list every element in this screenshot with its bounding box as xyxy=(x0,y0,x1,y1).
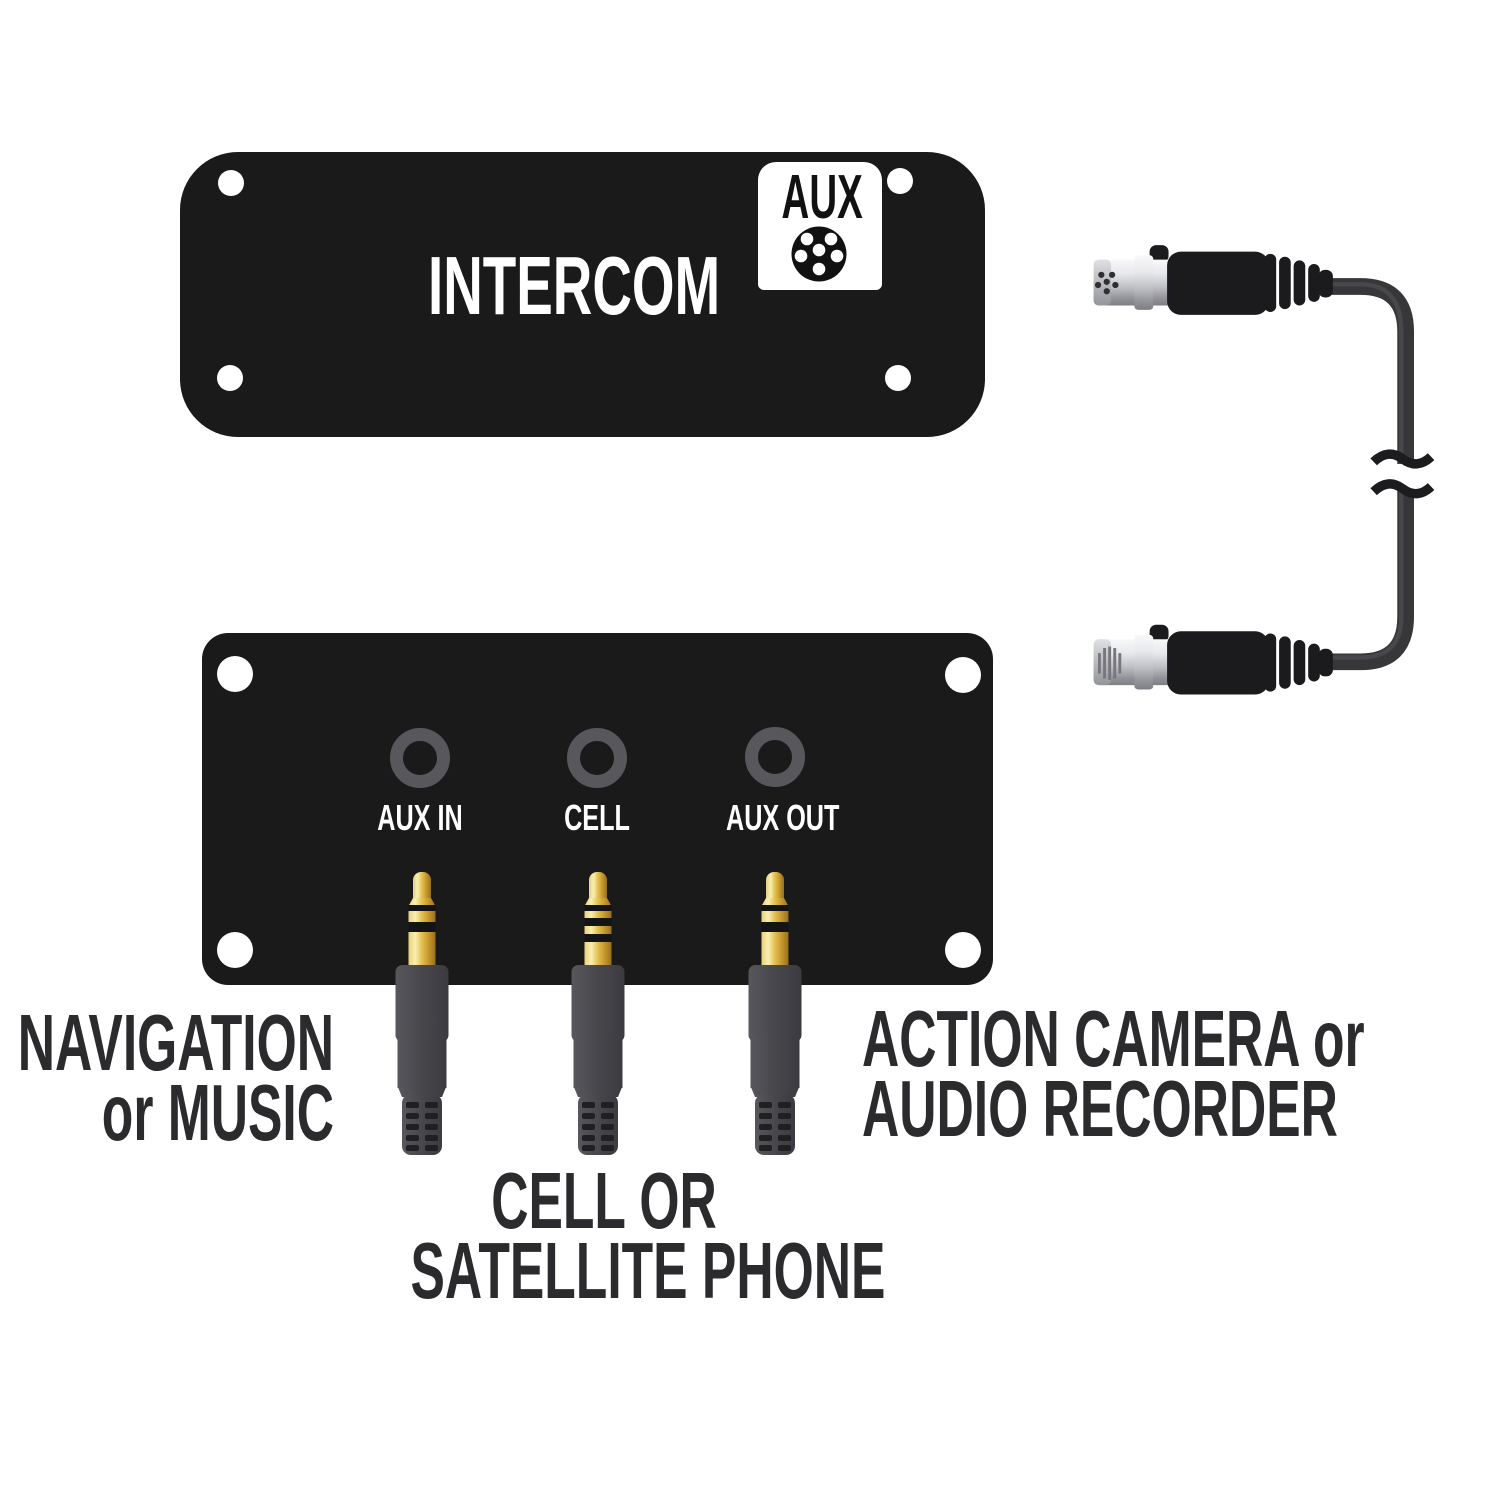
screw-hole xyxy=(218,170,244,196)
screw-hole xyxy=(217,656,253,692)
aux-cable-assembly xyxy=(1093,245,1435,695)
intercom-label: INTERCOM xyxy=(428,239,721,332)
caption-action-camera-line2: AUDIO RECORDER xyxy=(862,1064,1338,1153)
audio-plugs xyxy=(395,872,802,1155)
trrs-plug-cell xyxy=(571,872,625,1155)
mini-xlr-female-connector xyxy=(1093,245,1333,315)
trs-plug-aux-in xyxy=(395,872,449,1155)
cable-break-icon xyxy=(1370,449,1435,499)
caption-cell-phone: CELL OR SATELLITE PHONE xyxy=(410,1156,886,1315)
aux-badge: AUX xyxy=(758,162,882,290)
caption-navigation: NAVIGATION or MUSIC xyxy=(0,998,334,1157)
aux-badge-label: AUX xyxy=(781,163,863,232)
screw-hole xyxy=(945,932,981,968)
connector-pin-holes xyxy=(1094,271,1119,295)
cell-jack xyxy=(567,728,627,788)
caption-action-camera: ACTION CAMERA or AUDIO RECORDER xyxy=(862,999,1365,1153)
screw-hole xyxy=(885,365,911,391)
screw-hole xyxy=(217,365,243,391)
screw-hole xyxy=(887,168,913,194)
caption-navigation-line1: NAVIGATION xyxy=(17,998,334,1087)
screw-hole xyxy=(945,657,981,693)
mini-xlr-male-connector xyxy=(1093,624,1333,695)
trs-plug-aux-out xyxy=(748,872,802,1155)
aux-in-label: AUX IN xyxy=(377,797,463,838)
aux-out-label: AUX OUT xyxy=(726,797,840,838)
caption-cell-phone-line2: SATELLITE PHONE xyxy=(410,1226,886,1315)
caption-cell-phone-line1: CELL OR xyxy=(491,1156,717,1245)
cell-label: CELL xyxy=(564,797,630,838)
strain-relief-ribs xyxy=(1264,253,1333,312)
aux-in-jack xyxy=(390,728,450,788)
aux-out-jack xyxy=(745,727,805,787)
strain-relief-ribs xyxy=(1264,633,1333,692)
cable xyxy=(1324,278,1414,671)
caption-navigation-line2: or MUSIC xyxy=(101,1068,334,1157)
mini-xlr-6pin-socket-icon xyxy=(791,226,847,282)
screw-hole xyxy=(217,932,253,968)
connector-pins xyxy=(1098,646,1122,680)
